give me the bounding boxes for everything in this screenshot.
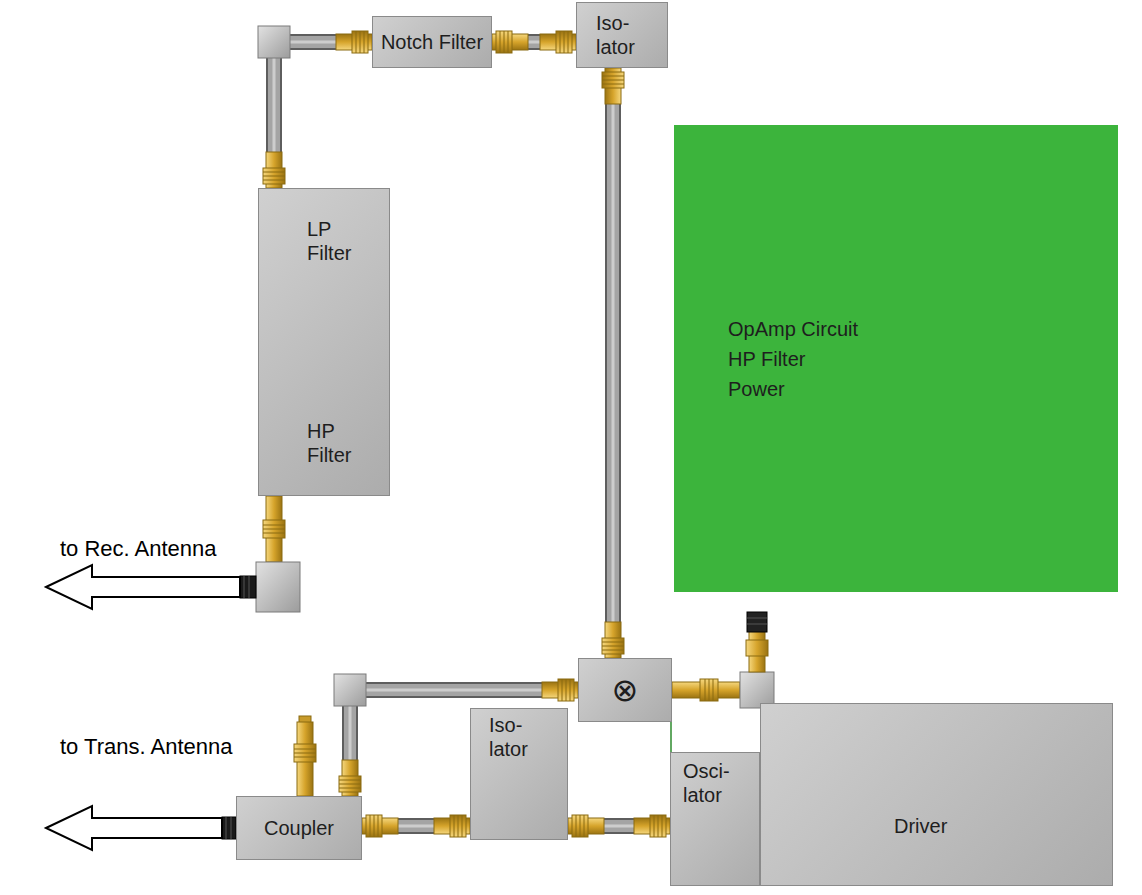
sma-connector [362,815,398,837]
sma-connector [492,31,528,53]
antenna-port [240,576,256,598]
port-label: to Trans. Antenna [60,734,232,760]
sma-connector [542,679,578,701]
mixer-box: ⊗ [578,658,672,722]
box-label: Iso- lator [596,11,648,59]
box-label: HP Filter [728,344,805,374]
box-label: OpAmp Circuit [728,314,858,344]
sma-connector [568,815,604,837]
box-label: Notch Filter [381,30,483,54]
coax-cable [492,31,576,53]
isolator-box: Iso- lator [470,708,568,840]
sma-connector [336,31,372,53]
box-label: Iso- lator [489,713,541,761]
oscillator-box: Osci- lator [670,752,760,886]
coax-cable [362,815,470,837]
sma-connector [294,716,316,796]
box-label: Osci- lator [683,759,735,807]
sma-connector [339,760,361,796]
sma-connector [746,612,768,672]
port-label: to Rec. Antenna [60,536,217,562]
sma-connector [434,815,470,837]
circuit-board: OpAmp CircuitHP FilterPower [674,125,1118,592]
box-label: LP Filter [307,217,371,265]
cable-jacket [605,68,621,658]
sma-connector [602,622,624,658]
isolator-box: Iso- lator [576,2,668,68]
sma-connector [540,31,576,53]
filter-box: LP Filter HP Filter [258,188,390,496]
sma-connector [263,152,285,188]
sma-connector [634,815,670,837]
box-label: ⊗ [612,671,639,709]
cable-body [274,42,372,188]
cable-jacket [274,42,372,188]
sma-connector [602,68,624,104]
antenna-port [222,817,236,839]
signal-wire [671,722,672,752]
sma-connector [672,679,740,701]
box-label: Power [728,374,785,404]
coax-cable [602,68,624,658]
box-label: Coupler [264,816,334,840]
sma-connector [263,496,285,562]
hollow-arrow [46,806,222,850]
elbow-adapter [256,562,300,612]
cable-shine [612,68,615,658]
coax-cable [263,31,372,188]
hollow-arrow [46,565,240,609]
box-label: HP Filter [307,419,371,467]
notch-filter-box: Notch Filter [372,16,492,68]
cable-shine [274,42,372,188]
wire-path [670,722,672,752]
elbow-adapter [334,674,366,706]
driver-box: Driver [760,703,1113,886]
coupler-box: Coupler [236,796,362,860]
box-label: Driver [894,814,947,838]
coax-cable [568,815,670,837]
elbow-adapter [258,26,290,58]
cable-body [607,68,619,658]
